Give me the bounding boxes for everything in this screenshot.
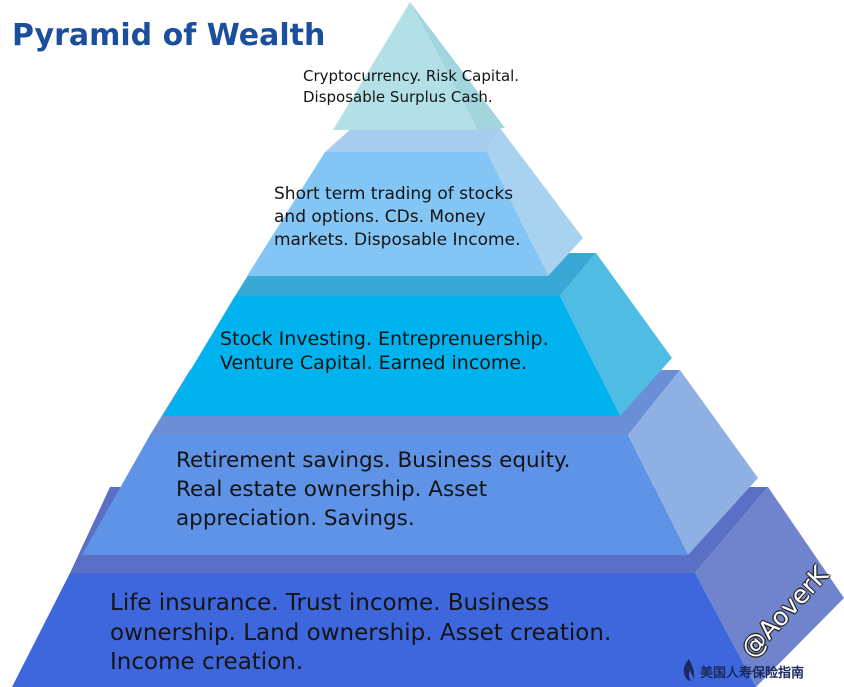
tier-4-text: Short term trading of stocks and options… [274,183,520,252]
tier-3-side-face [560,253,672,416]
tier-2-front-face [82,435,688,555]
tier-4-side-face [487,128,583,276]
tier-4-line: markets. Disposable Income. [274,230,521,250]
watermark-logo: 美国人寿保险指南 [682,658,804,682]
tier-1-line: ownership. Land ownership. Asset creatio… [110,619,612,646]
tier-2-line: Real estate ownership. Asset [176,477,488,502]
tier-5-text: Cryptocurrency. Risk Capital. Disposable… [303,66,519,108]
tier-4-top-face [325,128,500,152]
tier-4-line: and options. CDs. Money [274,207,486,227]
tip-side-face [410,2,505,130]
tier-4-line: Short term trading of stocks [274,184,514,204]
flame-icon [683,659,695,681]
tier-2-side-face [628,370,758,555]
page-title: Pyramid of Wealth [12,18,326,53]
tier-1-line: Income creation. [110,649,304,675]
tier-4-front-face [247,152,548,276]
tier-1-text: Life insurance. Trust income. Business o… [110,589,611,678]
tier-1-front-face [12,573,756,687]
tier-2-text: Retirement savings. Business equity. Rea… [176,446,571,533]
tier-1-side-face [695,487,844,687]
logo-text: 美国人寿保险指南 [700,666,805,681]
tier-3-line: Venture Capital. Earned income. [220,352,528,374]
tier-5-line: Disposable Surplus Cash. [303,88,493,106]
tier-2-line: Retirement savings. Business equity. [176,448,571,473]
tip-front-face [333,2,478,130]
tier-2-line: appreciation. Savings. [176,506,415,531]
tier-3-line: Stock Investing. Entreprenuership. [220,328,549,350]
tier-1-line: Life insurance. Trust income. Business [110,590,550,616]
tier-3-text: Stock Investing. Entreprenuership. Ventu… [220,327,549,375]
tier-5-line: Cryptocurrency. Risk Capital. [303,67,520,85]
tier-3-front-face [163,296,620,416]
